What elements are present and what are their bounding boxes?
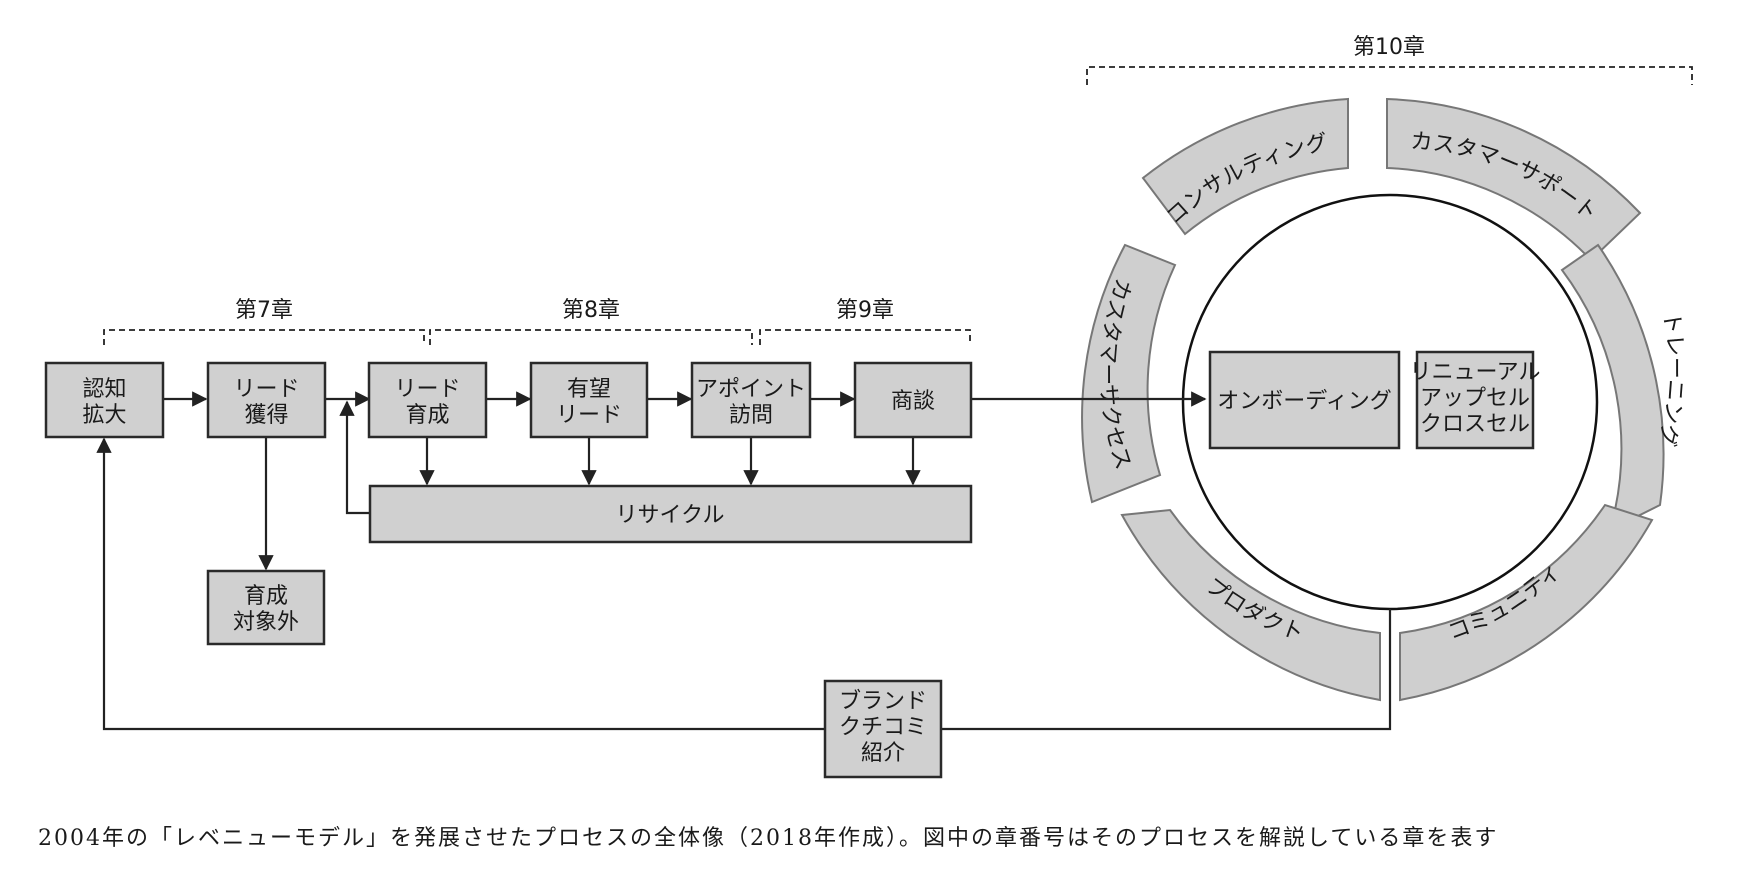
chapter-7-label: 第7章 bbox=[235, 298, 293, 323]
svg-text:獲得: 獲得 bbox=[244, 403, 288, 428]
chapter-8-label: 第8章 bbox=[562, 298, 620, 323]
chapter-8-bracket bbox=[429, 329, 753, 345]
svg-text:有望: 有望 bbox=[567, 377, 611, 402]
arrow-recycle-to-nurturing bbox=[339, 400, 370, 515]
ring-label-training: トレーニング bbox=[1653, 310, 1688, 448]
svg-text:リニューアル: リニューアル bbox=[1410, 360, 1541, 385]
svg-text:ブランド: ブランド bbox=[839, 689, 927, 714]
svg-text:クロスセル: クロスセル bbox=[1420, 412, 1530, 437]
svg-text:拡大: 拡大 bbox=[82, 403, 126, 428]
ring-segment-customer-support bbox=[1386, 97, 1642, 262]
chapter-10-label: 第10章 bbox=[1353, 35, 1425, 60]
box-recycle: リサイクル bbox=[368, 484, 973, 544]
svg-text:リサイクル: リサイクル bbox=[616, 503, 725, 528]
svg-text:アポイント: アポイント bbox=[696, 377, 806, 402]
ring-segment-community bbox=[1399, 503, 1654, 702]
box-appointment: アポイント 訪問 bbox=[690, 361, 812, 439]
arrow-feedback-to-awareness bbox=[96, 437, 1392, 731]
svg-text:訪問: 訪問 bbox=[729, 403, 773, 428]
ring-segment-consulting bbox=[1141, 97, 1349, 236]
box-brand: ブランド クチコミ 紹介 bbox=[823, 679, 943, 779]
svg-text:紹介: 紹介 bbox=[861, 741, 905, 766]
svg-text:対象外: 対象外 bbox=[233, 610, 299, 635]
svg-text:育成: 育成 bbox=[244, 584, 288, 609]
box-promising-lead: 有望 リード bbox=[529, 361, 649, 439]
box-onboarding: オンボーディング bbox=[1208, 350, 1401, 450]
box-negotiation: 商談 bbox=[853, 361, 973, 439]
svg-text:リード: リード bbox=[556, 403, 622, 428]
chapter-brackets: 第7章 第8章 第9章 第10章 bbox=[103, 35, 1693, 345]
svg-text:リード: リード bbox=[394, 377, 460, 402]
box-renewal: リニューアル アップセル クロスセル bbox=[1410, 350, 1541, 450]
chapter-9-label: 第9章 bbox=[836, 298, 894, 323]
ring-segment-customer-success bbox=[1081, 243, 1177, 504]
box-excluded: 育成 対象外 bbox=[206, 569, 326, 646]
box-lead-acquisition: リード 獲得 bbox=[206, 361, 327, 439]
chapter-9-bracket bbox=[759, 329, 971, 345]
process-boxes: 認知 拡大 リード 獲得 リード 育成 有望 リード アポイント 訪問 商談 bbox=[44, 350, 1541, 779]
chapter-10-bracket bbox=[1086, 66, 1693, 85]
svg-text:商談: 商談 bbox=[891, 389, 935, 414]
svg-text:リード: リード bbox=[233, 377, 299, 402]
svg-text:オンボーディング: オンボーディング bbox=[1217, 389, 1391, 414]
svg-text:クチコミ: クチコミ bbox=[839, 715, 927, 740]
svg-text:認知: 認知 bbox=[82, 377, 126, 402]
box-awareness: 認知 拡大 bbox=[44, 361, 165, 439]
chapter-7-bracket bbox=[103, 329, 425, 345]
figure-caption: 2004年の「レベニューモデル」を発展させたプロセスの全体像（2018年作成）。… bbox=[38, 826, 1499, 851]
ring-segment-product bbox=[1120, 508, 1381, 702]
svg-text:育成: 育成 bbox=[405, 403, 449, 428]
svg-text:アップセル: アップセル bbox=[1420, 386, 1530, 411]
connectors bbox=[96, 391, 1392, 731]
box-lead-nurturing: リード 育成 bbox=[367, 361, 488, 439]
